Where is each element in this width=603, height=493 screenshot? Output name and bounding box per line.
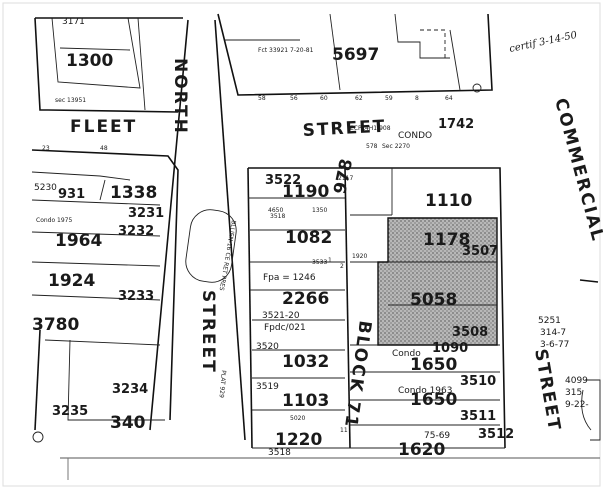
north-street-lines [149, 19, 246, 441]
lot-number: 1110 [425, 191, 472, 211]
lot-number: 1103 [282, 391, 329, 411]
note: 578 [366, 143, 378, 150]
note: sec 13951 [55, 97, 86, 104]
lot-number: 1220 [275, 430, 322, 450]
svg-text:4650: 4650 [268, 207, 283, 214]
note: 3-6-77 [540, 340, 569, 350]
lot-number: 3507 [462, 244, 498, 259]
plat-oval [185, 209, 237, 283]
svg-text:3533: 3533 [312, 259, 327, 266]
note: Fct 33921 7-20-81 [258, 47, 314, 54]
lot-number: 1620 [398, 440, 445, 460]
lot-number: 3232 [118, 224, 154, 239]
lot-number: 1190 [282, 182, 329, 202]
lot-number: 3233 [118, 289, 154, 304]
street-label-north: NORTH [170, 58, 190, 135]
svg-text:1: 1 [328, 257, 332, 264]
svg-text:1920: 1920 [352, 253, 367, 260]
block-central [247, 167, 506, 449]
lot-numbers: 1300 5697 3171 1338 3231 1964 3232 1924 … [32, 17, 561, 460]
lot-number: 3512 [478, 427, 514, 442]
svg-text:56: 56 [290, 95, 298, 102]
block-top-middle [217, 13, 493, 96]
lot-number: 3235 [52, 404, 88, 419]
lot-number: 1090 [432, 341, 468, 356]
lot-number: 2266 [282, 289, 329, 309]
lot-number: 1032 [282, 352, 329, 372]
lot-number: 340 [110, 413, 146, 433]
corner-marker [32, 431, 44, 443]
svg-text:64: 64 [445, 95, 453, 102]
lot-number: 1082 [285, 228, 332, 248]
svg-text:8: 8 [415, 95, 419, 102]
lot-number: 1338 [110, 183, 157, 203]
lot-number: 3510 [460, 374, 496, 389]
note: Condo 1963 [398, 386, 452, 396]
svg-text:48: 48 [100, 145, 108, 152]
lot-number: 3518 [268, 448, 291, 458]
note: Sec 2270 [382, 143, 410, 150]
note: CONDO [398, 131, 432, 141]
svg-text:2: 2 [340, 263, 344, 270]
note: 315 [565, 388, 582, 398]
note: ECPL4H1/908 [350, 125, 391, 132]
note: 3521-20 [262, 311, 300, 321]
lot-number: 1650 [410, 390, 457, 410]
svg-text:11: 11 [340, 427, 348, 434]
svg-text:60: 60 [320, 95, 328, 102]
lot-number: 3231 [128, 206, 164, 221]
svg-text:58: 58 [258, 95, 266, 102]
block-left [31, 149, 179, 431]
street-label-fleet: FLEET [70, 117, 137, 137]
lot-number: 5697 [332, 45, 379, 65]
svg-text:23: 23 [42, 145, 50, 152]
lot-number: 3508 [452, 325, 488, 340]
lot-number: 1924 [48, 271, 95, 291]
lot-number: 3519 [256, 382, 279, 392]
lot-number: 3780 [32, 315, 79, 335]
svg-text:59: 59 [385, 95, 393, 102]
street-label-street-mid: STREET [198, 290, 218, 374]
lot-number: 3234 [112, 382, 148, 397]
note: Fpa = 1246 [263, 273, 316, 283]
lot-number: 931 [58, 187, 85, 202]
lot-number: 1964 [55, 231, 102, 251]
lot-number: 1178 [423, 230, 470, 250]
block-right [579, 279, 601, 441]
block-top-left [34, 17, 183, 113]
note: 314-7 [540, 328, 566, 338]
lot-number: 3520 [256, 342, 279, 352]
svg-text:62: 62 [355, 95, 363, 102]
svg-text:2117: 2117 [338, 175, 353, 182]
note: Fpdc/021 [264, 323, 306, 333]
lot-number: 5251 [538, 316, 561, 326]
note: 75-69 [424, 431, 450, 441]
lot-number: 1300 [66, 51, 113, 71]
svg-text:1350: 1350 [312, 207, 327, 214]
lot-number: 3171 [62, 17, 85, 27]
svg-text:3518: 3518 [270, 213, 285, 220]
note: 9-22- [565, 400, 589, 410]
lot-number: 3522 [265, 173, 301, 188]
note: Condo 1975 [36, 217, 73, 224]
frontage-numbers: 58 56 60 62 59 8 64 1 2 23 48 4650 3518 … [42, 95, 453, 434]
note: PLAT 929 [218, 370, 227, 398]
lot-number: 3511 [460, 409, 496, 424]
svg-text:5020: 5020 [290, 415, 305, 422]
note: Condo [392, 349, 421, 359]
street-label-street-top: STREET [302, 117, 387, 141]
lot-number: 1650 [410, 355, 457, 375]
sheet-border [2, 2, 601, 487]
note: 4099 [565, 376, 588, 386]
marker-b [472, 83, 482, 93]
lot-number: 5230 [34, 183, 57, 193]
street-label-street-top-num: 1742 [438, 117, 474, 132]
lot-number: 5058 [410, 290, 457, 310]
